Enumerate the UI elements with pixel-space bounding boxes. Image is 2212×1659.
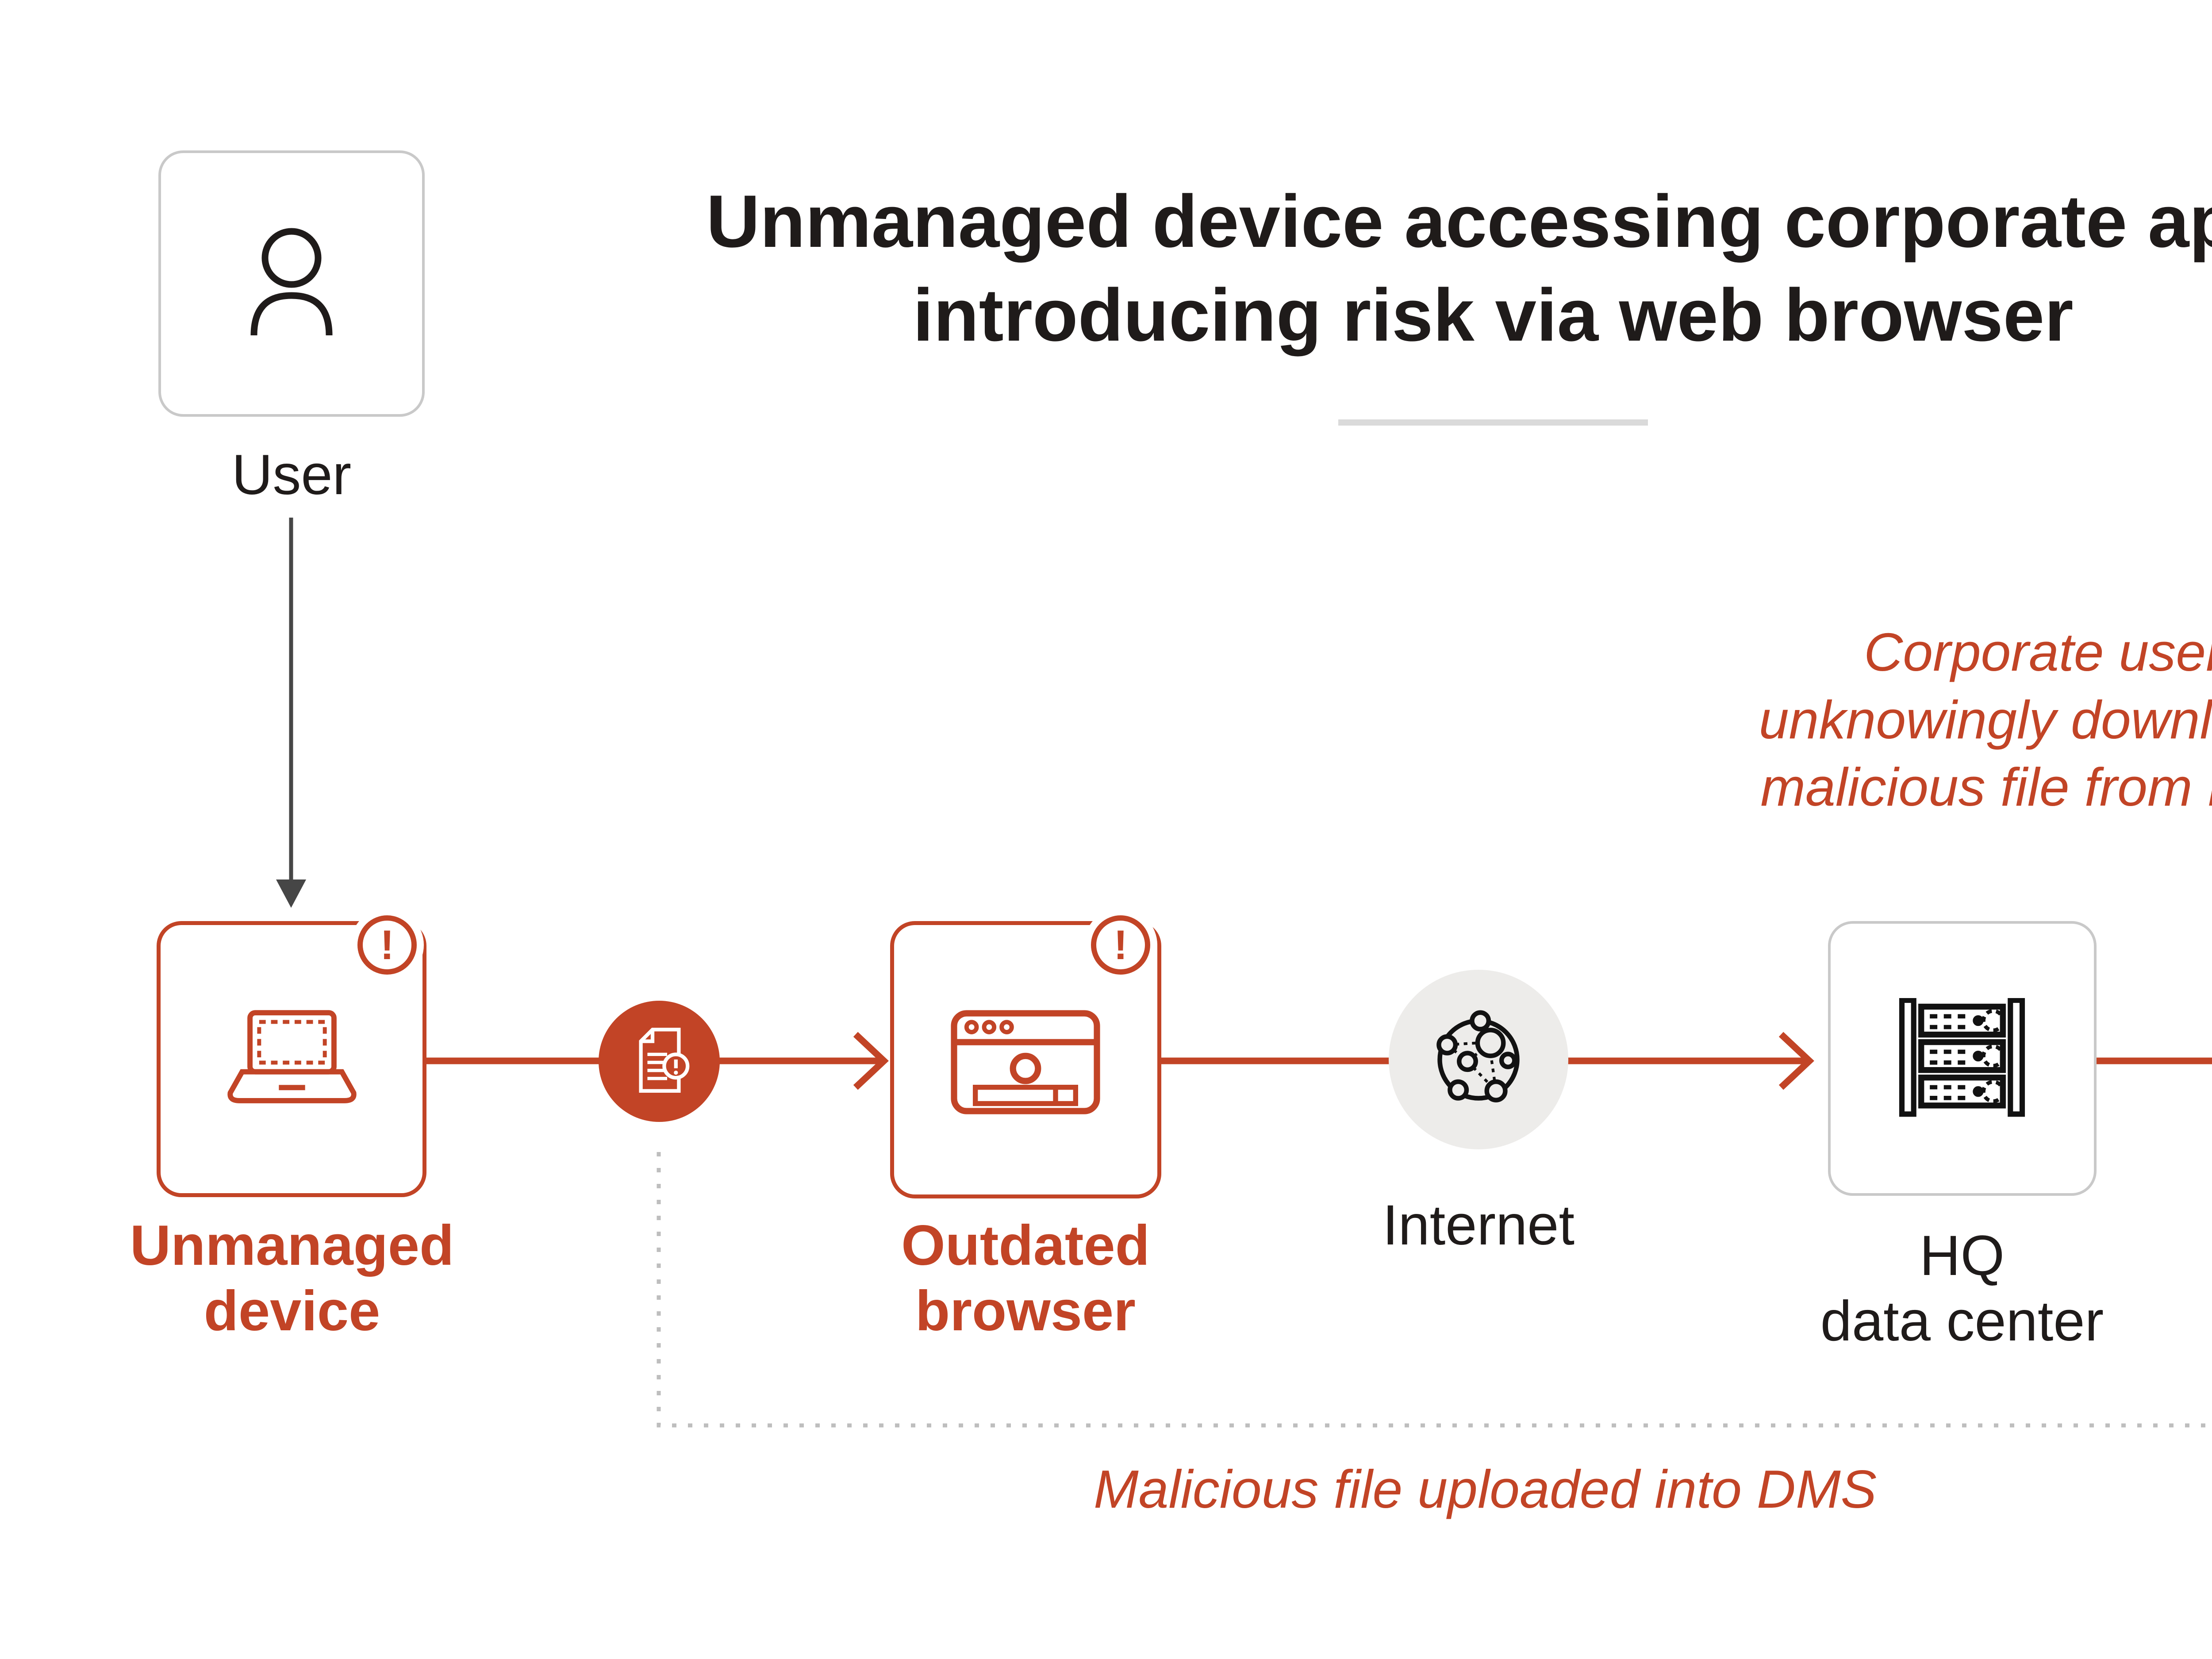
- arrow-user-to-device: [276, 518, 306, 908]
- person-icon: [250, 228, 333, 336]
- laptop-icon: [227, 1010, 357, 1103]
- unmanaged-device-label: Unmanaged device: [130, 1214, 454, 1343]
- browser-window-icon: [951, 1010, 1100, 1114]
- title-divider: [1338, 419, 1648, 426]
- arrow-hq-to-dms: [2095, 1057, 2212, 1064]
- server-rack-icon: [1899, 998, 2025, 1117]
- alert-badge-icon: !: [357, 915, 417, 975]
- download-note: Corporate user unknowingly downloads mal…: [1759, 622, 2212, 817]
- malicious-file-icon: [639, 1028, 690, 1093]
- network-globe-icon: [1436, 1010, 1520, 1102]
- internet-circle: [1389, 970, 1568, 1149]
- outdated-browser-label: Outdated browser: [901, 1214, 1150, 1343]
- page-title: Unmanaged device accessing corporate app…: [706, 180, 2212, 357]
- user-label: User: [231, 443, 352, 507]
- hq-data-center-box: [1828, 921, 2097, 1196]
- dotted-upload-path: [657, 1152, 2212, 1428]
- internet-label: Internet: [1382, 1194, 1575, 1257]
- upload-note: Malicious file uploaded into DMS: [1094, 1459, 1877, 1519]
- alert-badge-icon: !: [1091, 915, 1150, 975]
- hq-data-center-label: HQ data center: [1820, 1224, 2104, 1353]
